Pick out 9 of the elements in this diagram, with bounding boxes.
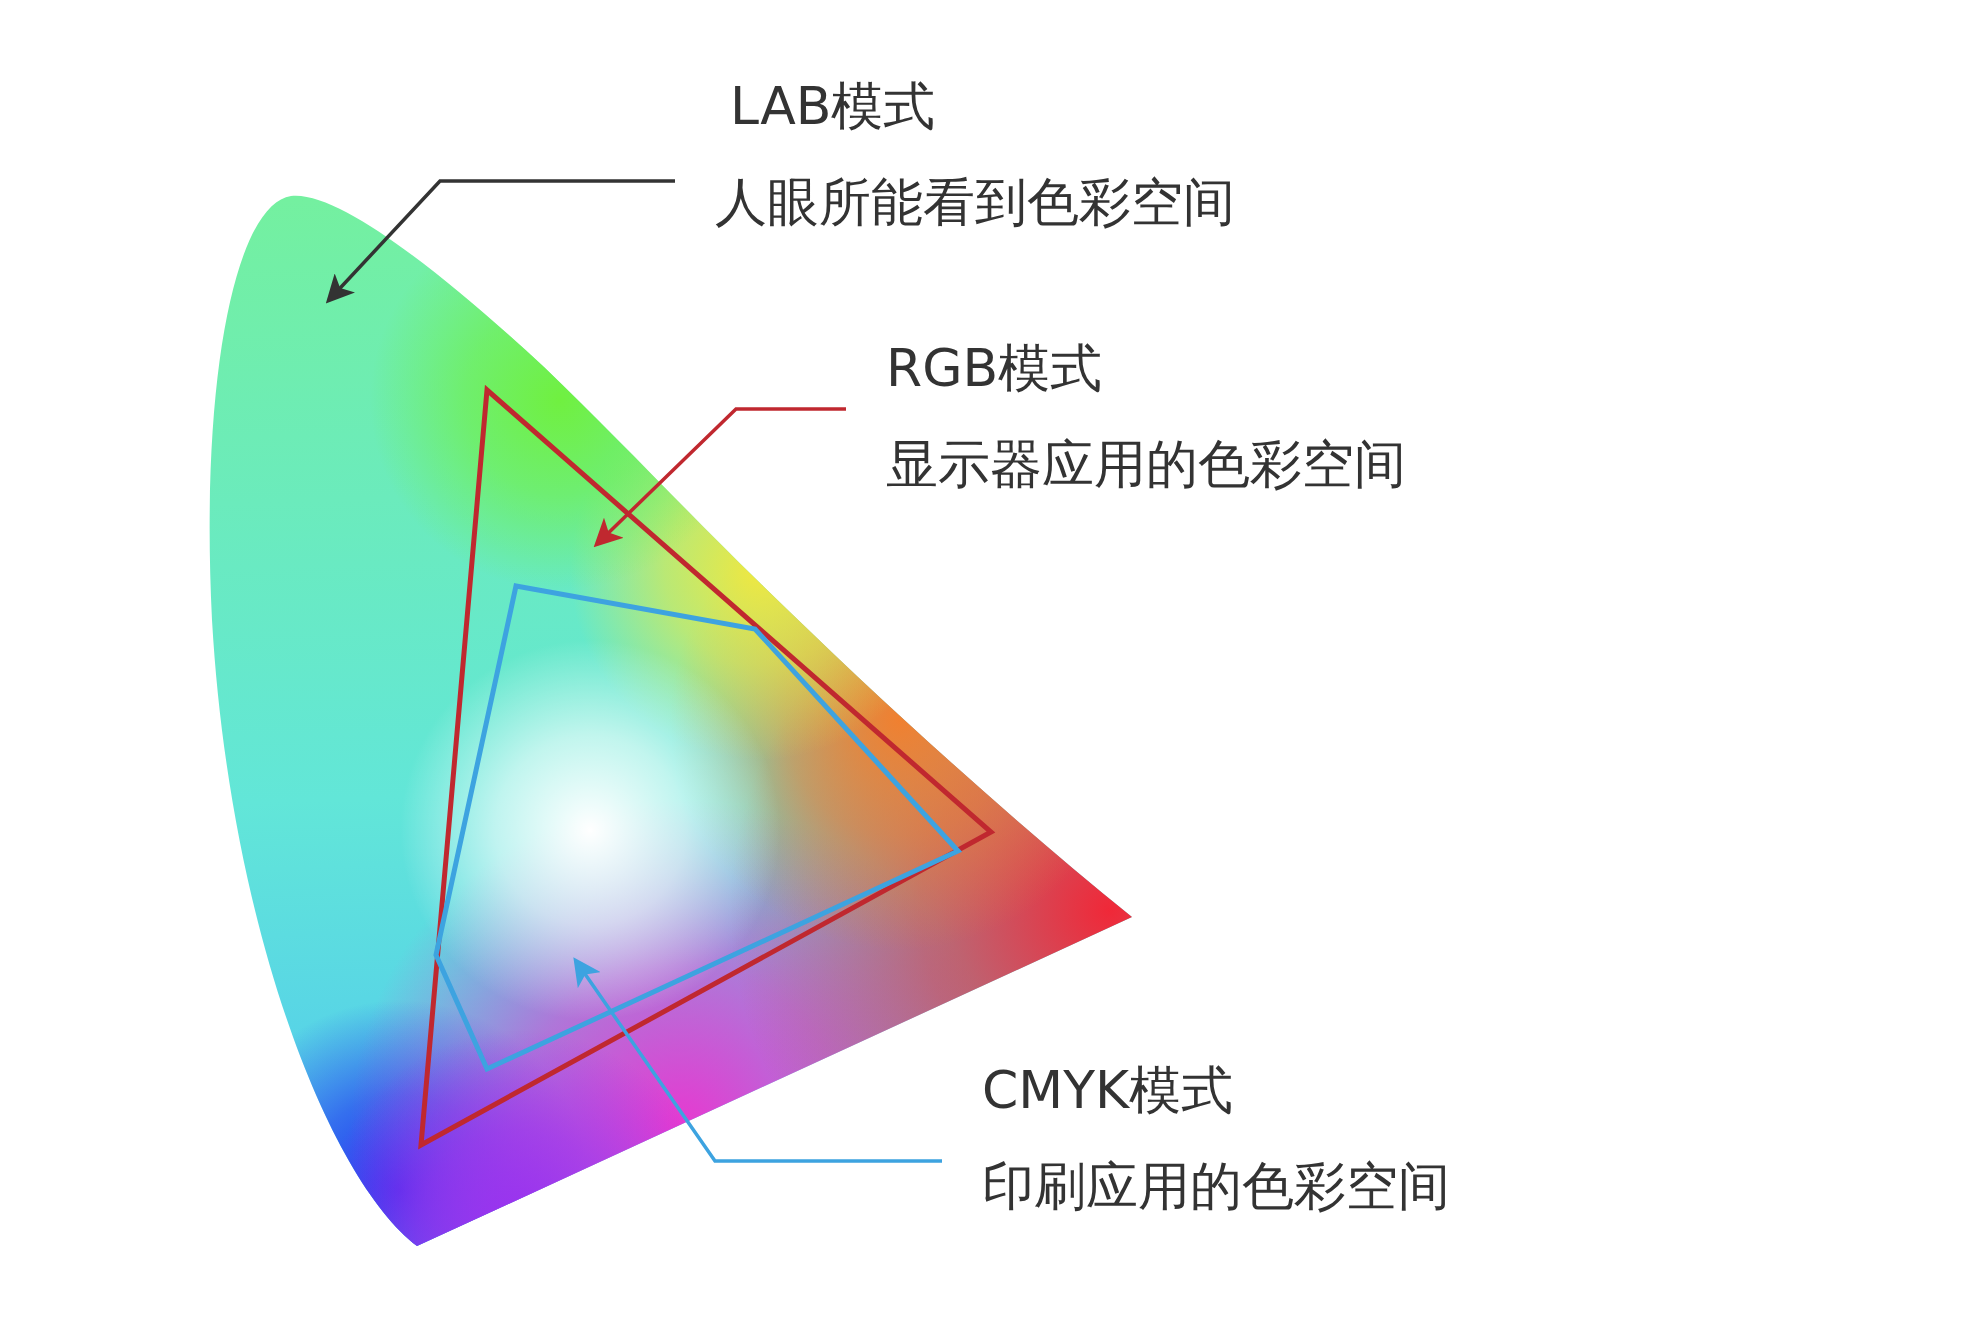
leader-line [593, 407, 846, 548]
mode-description: 印刷应用的色彩空间 [982, 1160, 1450, 1212]
leader-line [573, 957, 942, 1163]
mode-description: 人眼所能看到色彩空间 [715, 176, 1235, 228]
leader-line [325, 179, 675, 304]
mode-description: 显示器应用的色彩空间 [886, 438, 1406, 490]
mode-heading: LAB模式 [729, 80, 937, 132]
mode-heading: CMYK模式 [982, 1064, 1235, 1116]
mode-heading: RGB模式 [886, 342, 1104, 394]
